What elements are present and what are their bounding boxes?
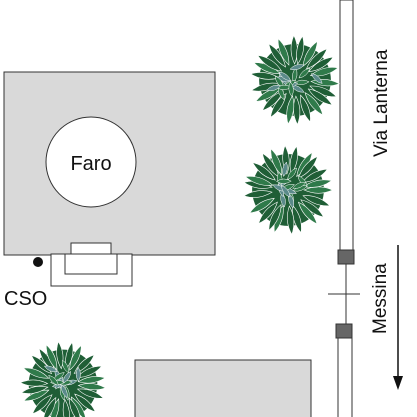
annex-platform xyxy=(64,253,118,275)
tree-leaf xyxy=(275,178,292,184)
tree-leaf xyxy=(77,376,106,384)
road xyxy=(328,0,360,417)
tree-leaf xyxy=(280,185,291,198)
tree-leaf xyxy=(68,397,81,417)
tree-leaf xyxy=(308,56,334,73)
tree-leaf xyxy=(268,43,286,68)
tree-leaf xyxy=(270,148,283,176)
tree-leaf xyxy=(298,67,311,79)
tree-leaf xyxy=(301,168,329,183)
tree-leaf xyxy=(20,385,49,394)
signal-box-icon xyxy=(337,249,355,265)
point-marker-icon xyxy=(33,257,43,267)
tree-leaf xyxy=(69,344,82,371)
tree-leaf xyxy=(289,64,305,71)
tree-leaf xyxy=(306,48,328,70)
tree-leaf xyxy=(300,94,311,123)
tree-leaf xyxy=(249,197,275,214)
tree-leaf xyxy=(250,72,280,80)
tree-leaf xyxy=(286,205,295,236)
tree-icon xyxy=(19,340,107,417)
tree-leaf xyxy=(61,384,68,399)
tree-leaf xyxy=(303,179,333,188)
tree-leaf xyxy=(261,90,284,112)
tree-leaf xyxy=(302,40,318,67)
tree-icon xyxy=(243,144,334,236)
tree-leaf xyxy=(244,175,274,186)
tree-leaf xyxy=(309,67,339,77)
tree-leaf xyxy=(277,38,290,66)
tree-leaf xyxy=(290,84,305,93)
tree-leaf xyxy=(282,161,288,177)
tree-leaf xyxy=(296,35,305,65)
tree-leaf xyxy=(19,379,49,387)
tree-leaf xyxy=(293,79,310,85)
signal-box-icon xyxy=(335,323,353,339)
tree-leaf xyxy=(43,397,57,417)
tree-leaf xyxy=(280,192,286,208)
trees xyxy=(19,34,341,417)
tree-leaf xyxy=(22,367,50,379)
tree-leaf xyxy=(76,388,104,399)
tree-leaf xyxy=(288,193,294,209)
tree-leaf xyxy=(287,167,297,180)
tree-leaf xyxy=(302,195,331,207)
tree-leaf xyxy=(311,73,323,84)
tree-leaf xyxy=(297,175,308,188)
tree-leaf xyxy=(243,190,273,198)
lighthouse-label: Faro xyxy=(70,153,111,175)
tree-leaf xyxy=(286,95,295,125)
road-segment-north xyxy=(339,0,354,251)
tree-leaf xyxy=(298,155,318,179)
annex-step xyxy=(70,242,112,256)
direction-label: Messina xyxy=(370,263,391,334)
arrow-down-icon xyxy=(393,245,403,390)
lighthouse xyxy=(45,116,137,208)
tree-leaf xyxy=(62,371,71,384)
road-segment-south xyxy=(337,337,353,417)
tree-icon xyxy=(250,34,341,126)
tree-leaf xyxy=(31,394,53,415)
tree-leaf xyxy=(278,71,292,82)
tree-leaf xyxy=(258,201,278,225)
tree-leaf xyxy=(252,162,276,181)
tree-leaf xyxy=(76,365,103,378)
tree-leaf xyxy=(77,383,107,391)
tree-leaf xyxy=(270,92,287,118)
tree-leaf xyxy=(288,81,294,97)
tree-leaf xyxy=(304,92,324,116)
tree-leaf xyxy=(307,88,333,106)
tree-leaf xyxy=(75,366,81,382)
tree-leaf xyxy=(62,398,70,417)
tree-leaf xyxy=(257,54,283,72)
tree-leaf xyxy=(43,365,58,373)
street-label-north: Via Lanterna xyxy=(371,49,392,157)
tree-leaf xyxy=(48,374,59,386)
tree-leaf xyxy=(289,145,298,175)
marker-label: CSO xyxy=(4,288,47,310)
tree-leaf xyxy=(292,181,307,189)
tree-leaf xyxy=(74,393,96,413)
tree-leaf xyxy=(46,344,58,371)
tree-leaf xyxy=(62,359,69,374)
tree-leaf xyxy=(268,203,282,231)
lower-building xyxy=(134,359,312,417)
tree-leaf xyxy=(266,85,282,92)
tree-leaf xyxy=(297,201,318,225)
